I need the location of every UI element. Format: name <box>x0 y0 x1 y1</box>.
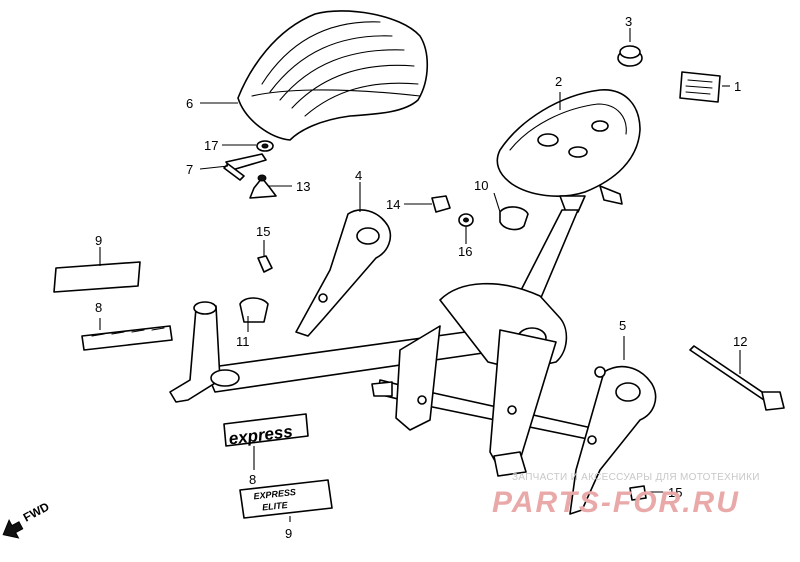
name-plate: EXPRESS ELITE <box>239 479 333 519</box>
callout-13: 13 <box>296 179 310 194</box>
stripe-decal <box>81 325 173 351</box>
leader-lines <box>99 28 741 522</box>
express-emblem: express <box>223 413 309 449</box>
callout-15-lower: 15 <box>668 485 682 500</box>
bolt-lower <box>629 485 647 501</box>
callout-14: 14 <box>386 197 400 212</box>
footrest-bracket-left <box>295 209 392 337</box>
frame-part <box>169 209 613 477</box>
plate-line1: EXPRESS <box>253 487 296 501</box>
plate-line2: ELITE <box>262 500 289 513</box>
callout-17: 17 <box>204 138 218 153</box>
reflector-plate <box>679 71 721 103</box>
callout-2: 2 <box>555 74 562 89</box>
callout-10: 10 <box>474 178 488 193</box>
callout-16: 16 <box>458 244 472 259</box>
watermark: ЗАПЧАСТИ И АКСЕССУАРЫ ДЛЯ МОТОТЕХНИКИ PA… <box>492 472 760 519</box>
callout-8-lower: 8 <box>249 472 256 487</box>
clip-part <box>239 297 269 323</box>
callout-numbers: 1 2 3 4 5 6 7 8 8 9 9 10 11 12 13 14 15 … <box>95 14 747 541</box>
callout-12: 12 <box>733 334 747 349</box>
carrier-part <box>496 89 641 213</box>
callout-5: 5 <box>619 318 626 333</box>
decal-upper <box>53 261 141 293</box>
callout-7: 7 <box>186 162 193 177</box>
long-bolt <box>689 345 785 411</box>
callout-8-upper: 8 <box>95 300 102 315</box>
callout-11: 11 <box>236 334 250 349</box>
watermark-tagline: ЗАПЧАСТИ И АКСЕССУАРЫ ДЛЯ МОТОТЕХНИКИ <box>512 472 760 483</box>
watermark-site: PARTS-FOR.RU <box>492 486 740 519</box>
callout-9-lower: 9 <box>285 526 292 541</box>
callout-4: 4 <box>355 168 362 183</box>
callout-1: 1 <box>734 79 741 94</box>
fwd-indicator: FWD <box>2 499 52 539</box>
callout-3: 3 <box>625 14 632 29</box>
callout-9-upper: 9 <box>95 233 102 248</box>
footrest-bracket-right <box>569 365 657 515</box>
fwd-label: FWD <box>21 499 52 524</box>
bolt-upper <box>257 255 273 273</box>
nut-washer-collar <box>431 195 529 231</box>
callout-15-upper: 15 <box>256 224 270 239</box>
grommet <box>617 45 643 67</box>
fwd-arrow-icon <box>2 519 24 539</box>
small-hardware <box>223 140 277 199</box>
callout-6: 6 <box>186 96 193 111</box>
seat-part <box>237 10 429 141</box>
